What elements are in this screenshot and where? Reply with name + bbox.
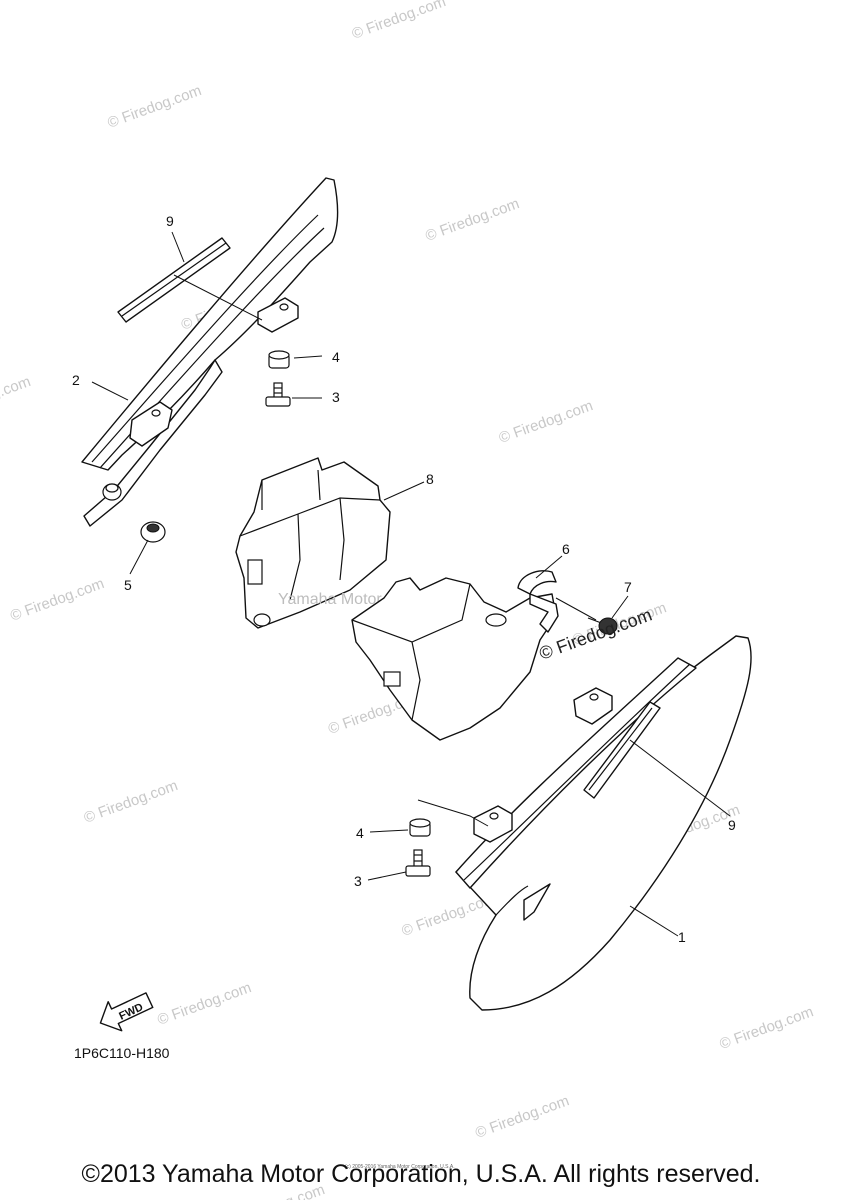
callout-2: 2 (72, 372, 80, 388)
part-3-bolt-lower[interactable] (405, 849, 431, 877)
callout-9-lower: 9 (728, 817, 736, 833)
tiny-copyright-notice: (c) 2005-2016 Yamaha Motor Corporation, … (345, 1164, 455, 1170)
part-4-collar-upper[interactable] (268, 350, 290, 369)
watermark-text: © Firedog.com (8, 575, 106, 625)
callout-4-lower: 4 (356, 825, 364, 841)
watermark-text: © Firedog.com (473, 1092, 571, 1142)
part-9-decal-upper[interactable] (117, 237, 231, 323)
part-5-grommet[interactable] (140, 521, 166, 543)
callout-7: 7 (624, 579, 632, 595)
callout-4-upper: 4 (332, 349, 340, 365)
part-inner-cover[interactable] (351, 577, 557, 741)
callout-6: 6 (562, 541, 570, 557)
leader-lines (91, 231, 731, 937)
watermark-text: © Firedog.com (155, 979, 253, 1029)
callout-1: 1 (678, 929, 686, 945)
callout-8: 8 (426, 471, 434, 487)
part-1-side-cover-right[interactable] (455, 635, 752, 1011)
callout-5: 5 (124, 577, 132, 593)
callout-9-upper: 9 (166, 213, 174, 229)
watermark-text: © Firedog.com (350, 0, 448, 43)
watermark-text: © Firedog.com (717, 1003, 815, 1053)
watermark-text: © Firedog.com (105, 82, 203, 132)
watermark-text: © Firedog.com (423, 195, 521, 245)
callout-3-lower: 3 (354, 873, 362, 889)
part-4-collar-lower[interactable] (409, 818, 431, 837)
part-7-screw[interactable] (587, 617, 618, 635)
part-9-decal-lower[interactable] (583, 701, 661, 799)
part-2-side-cover-left[interactable] (81, 177, 339, 527)
part-3-bolt-upper[interactable] (265, 382, 291, 407)
watermark-text: © Firedog.com (0, 373, 33, 423)
diagram-code: 1P6C110-H180 (74, 1045, 170, 1061)
copyright-footer: ©2013 Yamaha Motor Corporation, U.S.A. A… (81, 1160, 761, 1188)
part-8-battery-box[interactable] (235, 457, 391, 629)
callout-3-upper: 3 (332, 389, 340, 405)
watermark-text: © Firedog.com (82, 777, 180, 827)
part-6-clamp[interactable] (517, 570, 559, 633)
fwd-arrow-icon: FWD (99, 992, 154, 1032)
watermark-text: © Firedog.com (497, 397, 595, 447)
